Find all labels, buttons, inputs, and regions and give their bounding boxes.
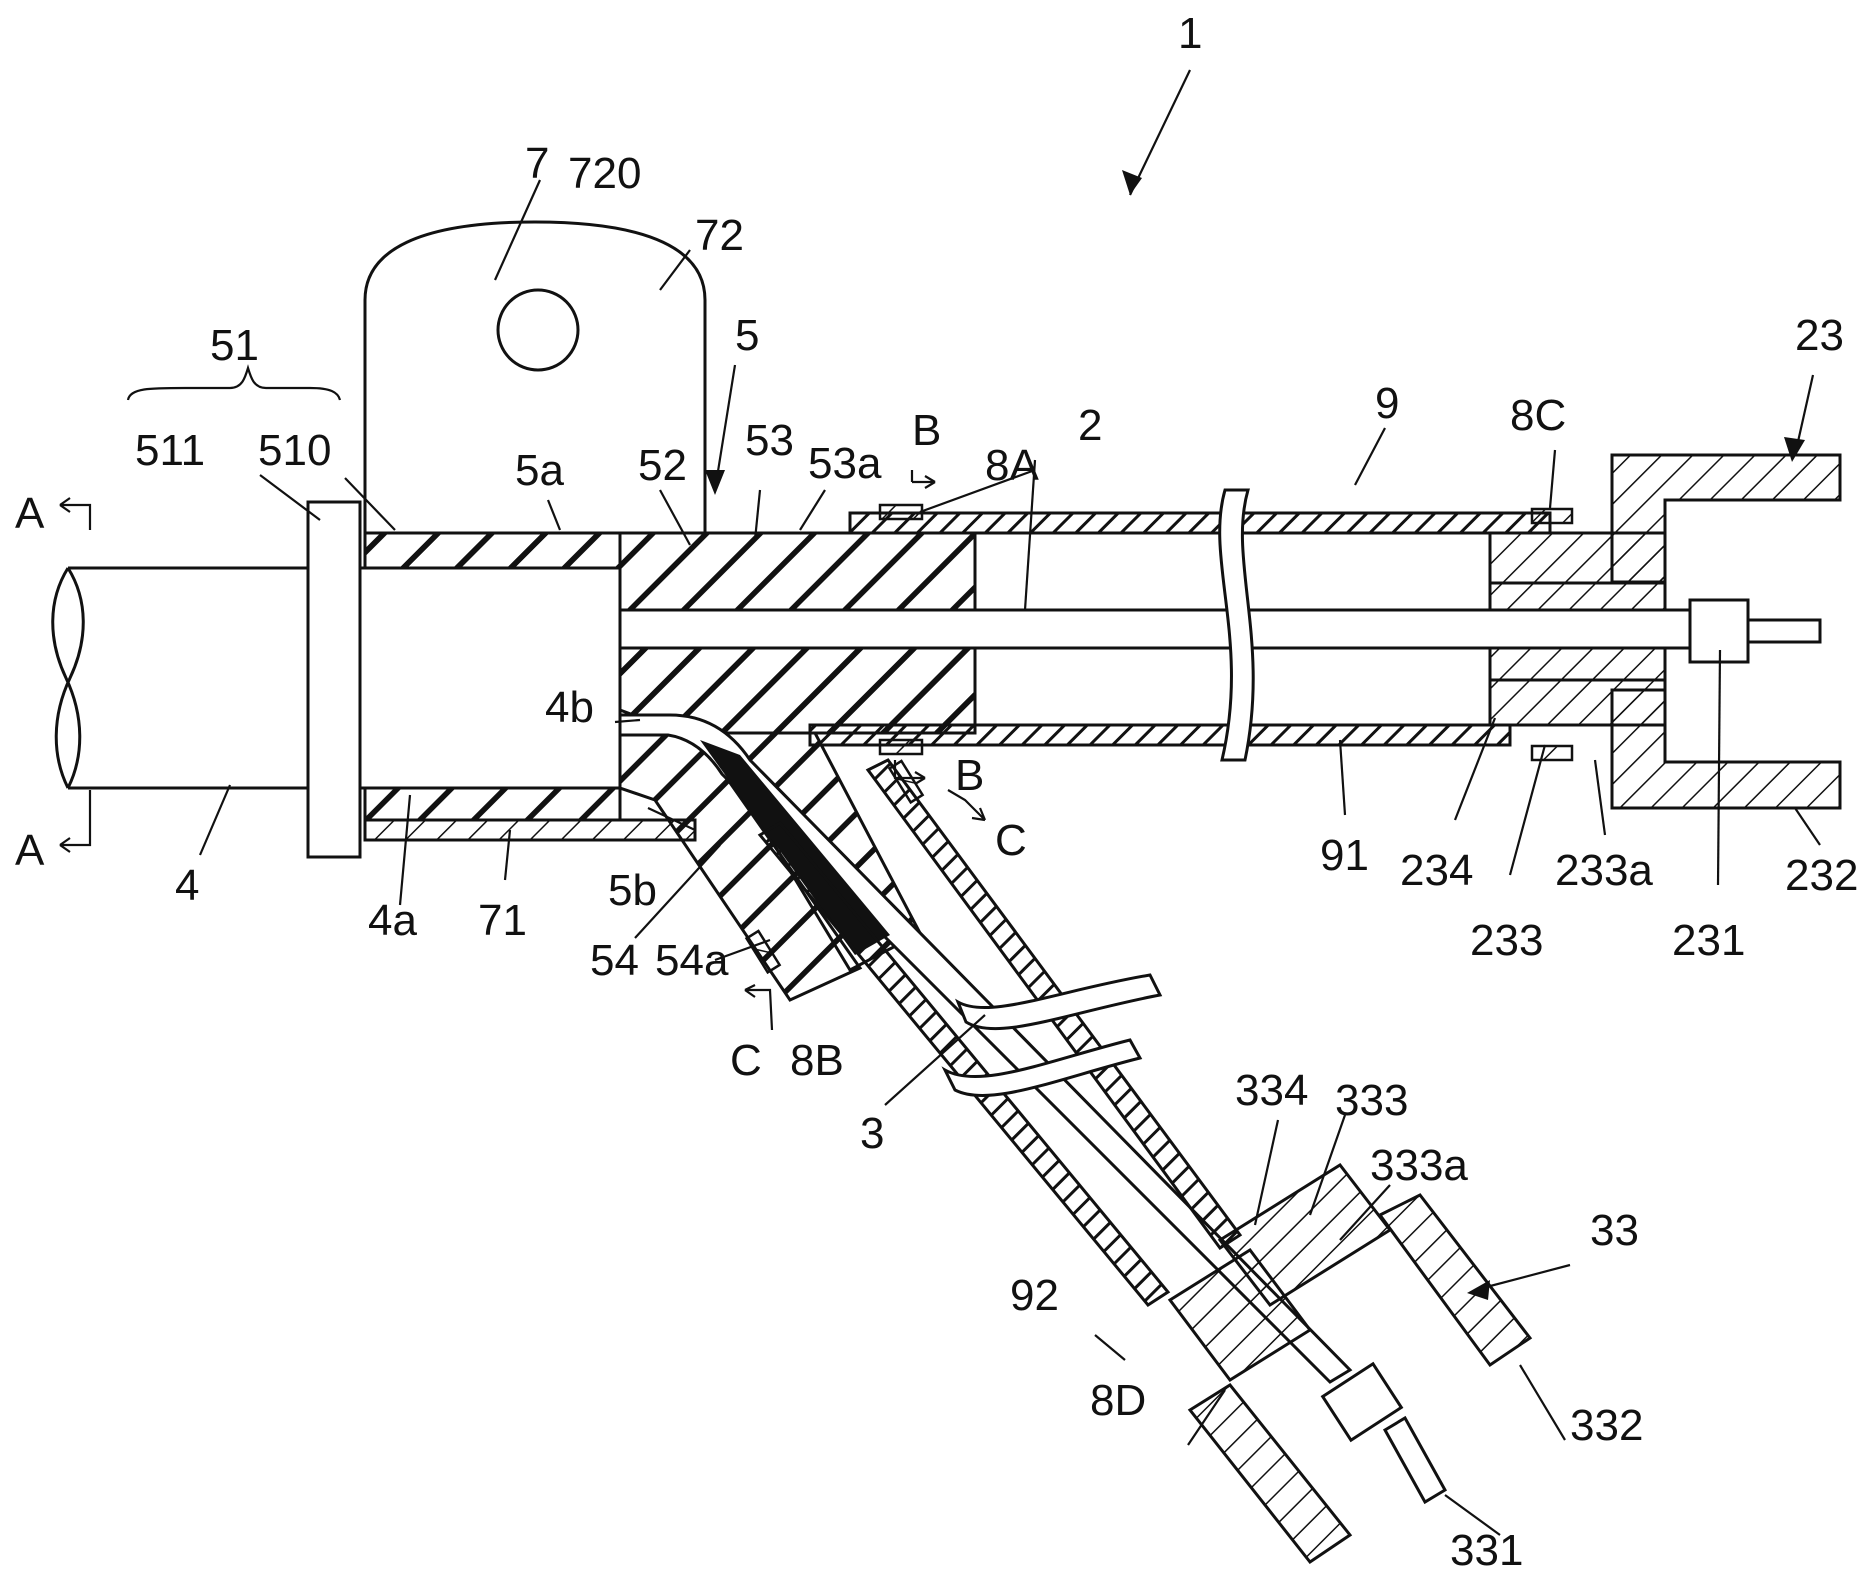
- label-A-bottom: A: [15, 826, 45, 875]
- label-52: 52: [638, 441, 687, 490]
- label-510: 510: [258, 426, 331, 475]
- reference-labels: 1 7 720 72 51 5 23 511 510 5a 52 53 53a …: [15, 9, 1858, 1575]
- label-2: 2: [1078, 401, 1102, 450]
- label-233: 233: [1470, 916, 1543, 965]
- label-51: 51: [210, 321, 259, 370]
- seal-8A-lower: [878, 738, 924, 756]
- connector-33: [1167, 1163, 1533, 1565]
- cable-2: [618, 608, 1702, 650]
- label-234: 234: [1400, 846, 1473, 895]
- bracket-plate-71: [363, 818, 697, 842]
- tube-92: [757, 758, 1243, 1307]
- tube-9: [808, 488, 1552, 762]
- seal-8B: [744, 929, 782, 975]
- label-71: 71: [478, 896, 527, 945]
- label-B-top: B: [912, 406, 941, 455]
- label-C-bottom: C: [730, 1036, 762, 1085]
- label-3: 3: [860, 1109, 884, 1158]
- label-511: 511: [135, 426, 205, 475]
- label-5b: 5b: [608, 866, 657, 915]
- label-9: 9: [1375, 379, 1399, 428]
- label-1: 1: [1178, 9, 1202, 58]
- clamp-ring-511: [306, 500, 362, 859]
- label-53a: 53a: [808, 439, 882, 488]
- label-7: 7: [525, 139, 549, 188]
- bolt-hole-720: [496, 288, 580, 372]
- label-8C: 8C: [1510, 391, 1566, 440]
- label-4a: 4a: [368, 896, 417, 945]
- label-4: 4: [175, 861, 199, 910]
- label-5: 5: [735, 311, 759, 360]
- label-333a: 333a: [1370, 1141, 1468, 1190]
- label-23: 23: [1795, 311, 1844, 360]
- seal-8C: [1530, 507, 1574, 525]
- label-232: 232: [1785, 851, 1858, 900]
- label-54: 54: [590, 936, 639, 985]
- label-B-bottom: B: [955, 751, 984, 800]
- label-C-top: C: [995, 816, 1027, 865]
- label-92: 92: [1010, 1271, 1059, 1320]
- label-231: 231: [1672, 916, 1745, 965]
- connector-23: [1488, 453, 1842, 810]
- label-72: 72: [695, 211, 744, 260]
- label-8D: 8D: [1090, 1376, 1146, 1425]
- label-331: 331: [1450, 1526, 1523, 1575]
- label-720: 720: [568, 149, 641, 198]
- label-5a: 5a: [515, 446, 564, 495]
- label-8B: 8B: [790, 1036, 844, 1085]
- terminal-331: [1320, 1361, 1404, 1443]
- label-8A: 8A: [985, 441, 1039, 490]
- label-233a: 233a: [1555, 846, 1653, 895]
- seal-8C-lower: [1530, 744, 1574, 762]
- label-333: 333: [1335, 1076, 1408, 1125]
- bracket-7: [363, 220, 707, 842]
- label-332: 332: [1570, 1401, 1643, 1450]
- label-53: 53: [745, 416, 794, 465]
- label-54a: 54a: [655, 936, 729, 985]
- label-33: 33: [1590, 1206, 1639, 1255]
- label-334: 334: [1235, 1066, 1308, 1115]
- label-A-top: A: [15, 489, 45, 538]
- label-4b: 4b: [545, 683, 594, 732]
- seal-8A: [878, 503, 924, 521]
- leader-lines: [59, 69, 1821, 1536]
- label-91: 91: [1320, 831, 1369, 880]
